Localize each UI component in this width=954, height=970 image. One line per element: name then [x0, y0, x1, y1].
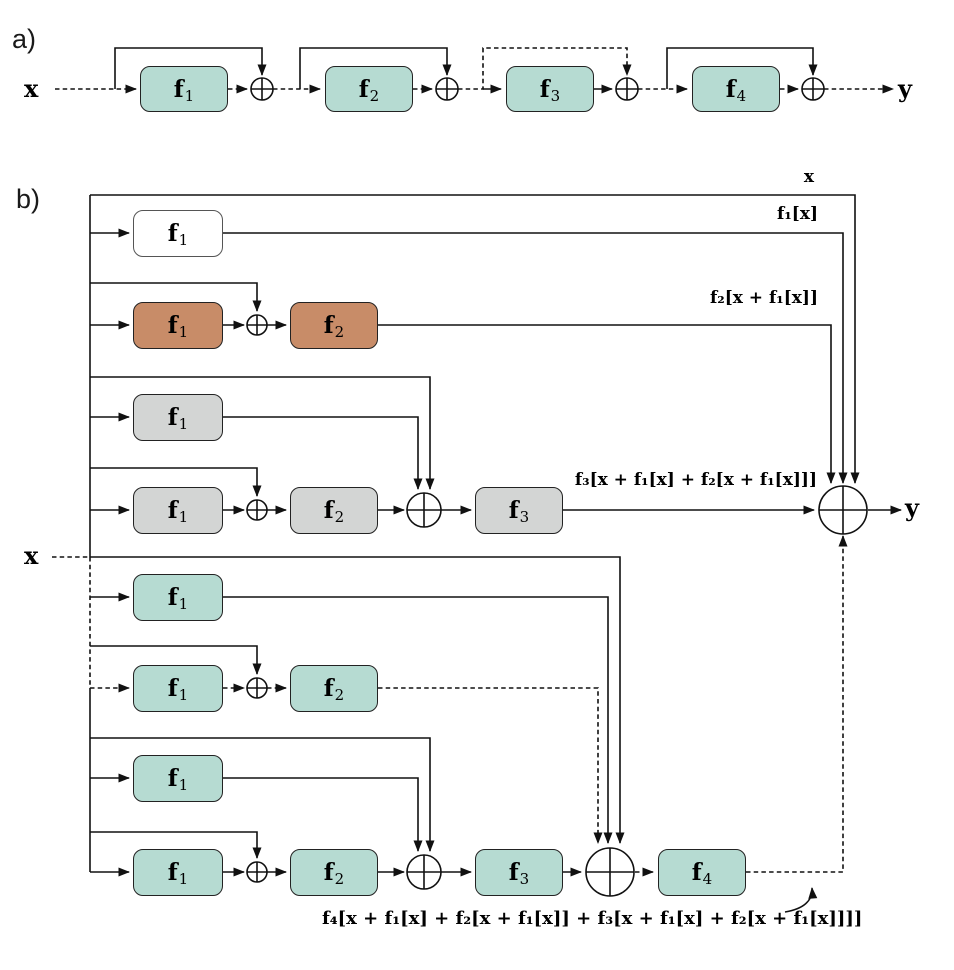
b-f4-out: [746, 535, 848, 873]
formula-pointer-arrow: [784, 887, 818, 913]
b-skipfeed-row6: [90, 645, 262, 675]
a-skip-f3: [458, 47, 632, 90]
b-row3-out: [223, 416, 423, 490]
solid-wires: [89, 47, 902, 877]
branch-label-f4-formula: f₄[x + f₁[x] + f₂[x + f₁[x]] + f₃[x + f₁…: [322, 908, 863, 929]
b-f4-input-sum-icon: [585, 847, 635, 897]
sum-nodes: [246, 77, 868, 897]
b-f3-group-sum-icon: [406, 492, 442, 528]
branch-label-identity: x: [803, 167, 814, 187]
panel-a-output-label: y: [898, 74, 912, 103]
b-row4-sum-icon: [246, 499, 268, 521]
a-sum1-icon: [250, 77, 274, 101]
branch-label-f2: f₂[x + f₁[x]]: [709, 288, 818, 308]
b-final-sum-icon: [818, 485, 868, 535]
branch-label-f3: f₃[x + f₁[x] + f₂[x + f₁[x]]]: [574, 470, 817, 490]
b-identity-top: [90, 194, 860, 484]
a-skip-f1: [114, 47, 267, 89]
b-identity-mid: [90, 556, 625, 844]
b-groupfeed-f4: [90, 737, 435, 852]
b-row6-out: [378, 687, 603, 844]
b-skipfeed-row8: [90, 831, 262, 859]
a-sum3-icon: [615, 77, 639, 101]
panel-a-label: a): [12, 24, 37, 54]
b-row5-out: [223, 596, 613, 844]
b-row8-sum-icon: [246, 861, 268, 883]
b-f4-group-sum-icon: [406, 854, 442, 890]
b-groupfeed-f3: [90, 376, 435, 490]
b-skipfeed-row2: [90, 282, 262, 312]
a-skip-f4: [666, 47, 818, 89]
panel-b-output-label: y: [905, 493, 919, 522]
a-sum2-icon: [435, 77, 459, 101]
a-sum4-icon: [801, 77, 825, 101]
panel-a-input-label: x: [24, 74, 39, 103]
dashed-wires: [52, 47, 894, 877]
b-row2-out: [378, 324, 836, 484]
panel-b-label: b): [16, 184, 41, 214]
b-row1-out: [223, 232, 848, 484]
b-row2-sum-icon: [246, 314, 268, 336]
b-row7-out: [223, 777, 423, 852]
b-row6-sum-icon: [246, 677, 268, 699]
a-skip-f2: [299, 47, 452, 89]
panel-b-input-label: x: [24, 541, 39, 570]
b-skipfeed-row4: [90, 467, 262, 497]
branch-label-f1: f₁[x]: [777, 204, 818, 224]
